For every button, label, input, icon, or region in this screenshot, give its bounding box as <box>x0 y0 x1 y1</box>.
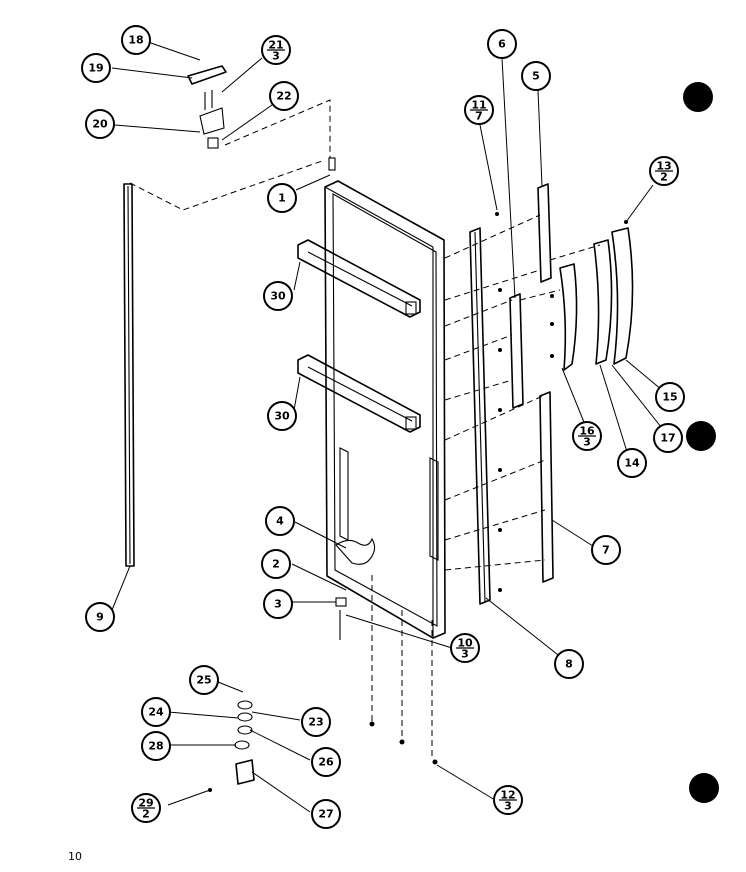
door-panel <box>324 180 446 639</box>
callout-quantity: 2 <box>660 171 668 184</box>
callout-17: 17 <box>653 423 683 453</box>
callout-quantity: 3 <box>461 648 469 661</box>
callout-number: 8 <box>565 658 573 671</box>
fasteners <box>208 212 628 792</box>
callout-2: 2 <box>261 549 291 579</box>
callout-number: 9 <box>96 611 104 624</box>
callout-number: 21 <box>268 39 283 52</box>
callout-number: 15 <box>662 391 677 404</box>
callout-19: 19 <box>81 53 111 83</box>
callout-15: 15 <box>655 382 685 412</box>
callout-number: 4 <box>276 515 284 528</box>
callout-number: 12 <box>500 789 515 802</box>
callout-8: 8 <box>554 649 584 679</box>
callout-number: 30 <box>274 410 290 423</box>
registration-dot-top <box>683 82 713 112</box>
callout-number: 3 <box>274 598 282 611</box>
callout-number: 26 <box>318 756 334 769</box>
callout-labels: 1819202132213030651171321516314177894231… <box>81 25 685 829</box>
trim-piece-5 <box>537 183 552 283</box>
callout-6: 6 <box>487 29 517 59</box>
callout-number: 11 <box>471 99 486 112</box>
callout-12: 123 <box>493 785 523 815</box>
callout-number: 19 <box>88 62 103 75</box>
callout-4: 4 <box>265 506 295 536</box>
assembly-lines <box>129 99 601 760</box>
callout-number: 25 <box>196 674 211 687</box>
callout-number: 23 <box>308 716 323 729</box>
door-gasket-strip <box>123 183 135 567</box>
callout-30a: 30 <box>263 281 293 311</box>
callout-number: 24 <box>148 706 164 719</box>
small-bracket <box>328 157 336 171</box>
callout-number: 28 <box>148 740 163 753</box>
callout-1: 1 <box>267 183 297 213</box>
callout-number: 10 <box>457 637 473 650</box>
callout-number: 27 <box>318 808 333 821</box>
registration-dot-middle <box>686 421 716 451</box>
callout-quantity: 3 <box>583 436 591 449</box>
callout-29: 292 <box>131 793 161 823</box>
callout-number: 1 <box>278 192 286 205</box>
callout-9: 9 <box>85 602 115 632</box>
callout-20: 20 <box>85 109 115 139</box>
callout-number: 16 <box>579 425 595 438</box>
callout-21: 213 <box>261 35 291 65</box>
callout-number: 5 <box>532 70 540 83</box>
callout-13: 132 <box>649 156 679 186</box>
callout-number: 2 <box>272 558 280 571</box>
callout-number: 30 <box>270 290 286 303</box>
trim-piece-7 <box>539 391 554 583</box>
leader-lines <box>111 41 666 813</box>
page-number: 10 <box>68 850 82 863</box>
top-hinge <box>187 65 227 149</box>
callout-quantity: 7 <box>475 110 483 123</box>
callout-quantity: 3 <box>272 50 280 63</box>
callout-18: 18 <box>121 25 151 55</box>
callout-5: 5 <box>521 61 551 91</box>
callout-11: 117 <box>464 95 494 125</box>
bottom-hinge <box>234 700 255 785</box>
door-shelf-rail-lower <box>297 354 421 433</box>
callout-number: 17 <box>660 432 675 445</box>
callout-number: 6 <box>498 38 506 51</box>
callout-22: 22 <box>269 81 299 111</box>
callout-7: 7 <box>591 535 621 565</box>
callout-28: 28 <box>141 731 171 761</box>
callout-25: 25 <box>189 665 219 695</box>
door-shelf-rail-upper <box>297 239 421 318</box>
callout-quantity: 2 <box>142 808 150 821</box>
callout-16: 163 <box>572 421 602 451</box>
callout-14: 14 <box>617 448 647 478</box>
callout-27: 27 <box>311 799 341 829</box>
callout-number: 14 <box>624 457 640 470</box>
callout-10: 103 <box>450 633 480 663</box>
trim-piece-6 <box>509 293 524 409</box>
callout-3: 3 <box>263 589 293 619</box>
callout-number: 7 <box>602 544 610 557</box>
callout-26: 26 <box>311 747 341 777</box>
callout-23: 23 <box>301 707 331 737</box>
callout-24: 24 <box>141 697 171 727</box>
callout-number: 29 <box>138 797 153 810</box>
callout-number: 20 <box>92 118 108 131</box>
registration-dot-bottom <box>689 773 719 803</box>
callout-number: 13 <box>656 160 671 173</box>
callout-quantity: 3 <box>504 800 512 813</box>
callout-number: 18 <box>128 34 143 47</box>
lower-hinge-pins <box>335 597 347 640</box>
door-side-trim <box>469 227 491 605</box>
handle-assembly <box>559 227 634 371</box>
callout-number: 22 <box>276 90 291 103</box>
callout-30b: 30 <box>267 401 297 431</box>
